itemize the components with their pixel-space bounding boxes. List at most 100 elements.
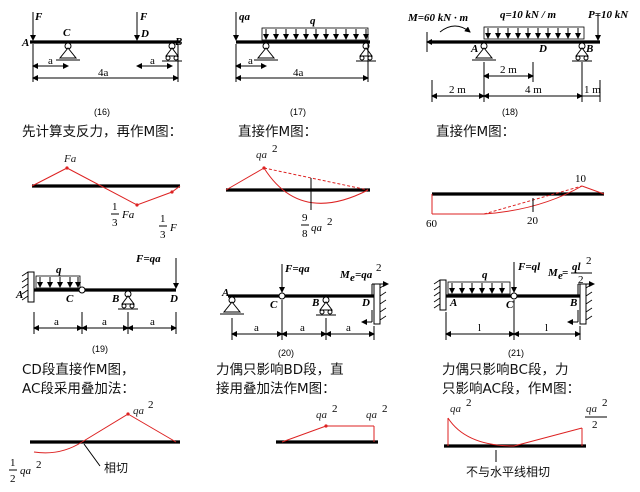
force-label: F=qa xyxy=(135,253,161,265)
svg-text:3: 3 xyxy=(112,217,118,229)
pin-support xyxy=(254,42,278,61)
svg-text:2: 2 xyxy=(376,262,382,274)
hinge-c xyxy=(278,292,286,300)
moment-diagram-17: qa 2 9 8 qa 2 xyxy=(225,143,370,240)
svg-text:A: A xyxy=(221,287,229,299)
point-load-label: P=10 kN xyxy=(588,9,629,21)
svg-text:=qa: =qa xyxy=(355,269,373,281)
svg-text:2: 2 xyxy=(592,419,598,431)
svg-text:ql: ql xyxy=(572,261,582,273)
moment-value-60: 60 xyxy=(426,218,438,230)
force-label: F=qa xyxy=(284,263,310,275)
roller-support xyxy=(356,42,376,62)
svg-text:2: 2 xyxy=(327,216,333,228)
pin-support-a xyxy=(220,296,244,315)
svg-text:2: 2 xyxy=(332,403,338,415)
point-label-b: B xyxy=(174,36,182,48)
roller-support-b xyxy=(316,296,336,316)
svg-text:B: B xyxy=(569,297,577,309)
svg-text:2 m: 2 m xyxy=(449,84,466,96)
caption-18: 直接作M图： xyxy=(436,123,515,140)
distributed-load-arrows xyxy=(263,29,369,40)
problem-19-beam: q F=qa A C B D a a a xyxy=(15,253,179,334)
svg-text:F: F xyxy=(169,222,177,234)
caption-20-line-2: 接用叠加法作M图： xyxy=(216,380,336,397)
svg-text:a: a xyxy=(346,322,351,334)
svg-text:2: 2 xyxy=(602,397,608,409)
svg-text:2: 2 xyxy=(10,473,16,485)
moment-diagram-16: Fa 1 3 Fa 1 3 F xyxy=(31,153,181,241)
svg-text:e: e xyxy=(558,270,563,282)
svg-text:e: e xyxy=(350,272,355,284)
svg-text:qa: qa xyxy=(311,222,323,234)
problem-17-beam: qa q a 4a xyxy=(233,11,376,82)
moment-value-20: 20 xyxy=(527,215,539,227)
svg-text:2: 2 xyxy=(586,255,592,267)
problem-16-beam: F F A C D B a a 4a xyxy=(21,11,182,82)
dim-a: a xyxy=(150,55,155,67)
svg-text:a: a xyxy=(54,316,59,328)
caption-21-line-2: 只影响AC段，作M图： xyxy=(442,381,580,397)
moment-load-label: M=60 kN · m xyxy=(407,12,468,24)
svg-text:a: a xyxy=(102,316,107,328)
svg-text:qa: qa xyxy=(316,409,328,421)
svg-text:4a: 4a xyxy=(293,67,304,79)
svg-text:1: 1 xyxy=(160,213,166,225)
svg-text:2: 2 xyxy=(578,274,584,286)
svg-text:q: q xyxy=(482,269,488,281)
svg-text:a: a xyxy=(300,322,305,334)
moment-diagram-20: qa 2 qa 2 xyxy=(276,403,388,444)
svg-text:D: D xyxy=(361,297,370,309)
svg-text:a: a xyxy=(248,55,253,67)
roller-support-b xyxy=(118,290,138,310)
moment-diagram-21: qa 2 qa 2 2 不与水平线相切 xyxy=(444,397,608,479)
problem-number-16: (16) xyxy=(94,107,110,117)
svg-text:2: 2 xyxy=(272,143,278,155)
pin-support-a xyxy=(472,42,496,61)
force-label: F=ql xyxy=(517,261,541,273)
svg-text:1 m: 1 m xyxy=(584,84,601,96)
force-label: F xyxy=(34,11,43,23)
svg-text:2: 2 xyxy=(466,397,472,409)
svg-text:1: 1 xyxy=(112,201,118,213)
svg-text:C: C xyxy=(270,299,278,311)
point-label-a: A xyxy=(21,37,29,49)
svg-text:A: A xyxy=(449,297,457,309)
moment-diagram-19: qa 2 相切 1 2 qa 2 xyxy=(9,399,180,485)
svg-text:B: B xyxy=(311,297,319,309)
caption-19-line-1: CD段直接作M图， xyxy=(22,361,134,378)
couple-label: M xyxy=(339,269,351,281)
point-label-d: D xyxy=(140,28,149,40)
force-label-qa: qa xyxy=(239,11,251,23)
svg-text:2 m: 2 m xyxy=(500,64,517,76)
svg-text:a: a xyxy=(254,322,259,334)
svg-text:D: D xyxy=(169,293,178,305)
svg-text:4 m: 4 m xyxy=(525,84,542,96)
hinge-c xyxy=(510,292,518,300)
caption-16: 先计算支反力，再作M图： xyxy=(22,124,182,140)
dim-a: a xyxy=(48,55,53,67)
moment-value-10: 10 xyxy=(575,173,587,185)
svg-text:3: 3 xyxy=(160,229,166,241)
fixed-end-d xyxy=(361,281,389,325)
fixed-end-b xyxy=(567,281,595,325)
svg-text:2: 2 xyxy=(382,403,388,415)
svg-text:B: B xyxy=(111,293,119,305)
problem-18-beam: M=60 kN · m q=10 kN / m P=10 kN A D B 2 … xyxy=(407,9,629,102)
point-label-c: C xyxy=(63,27,71,39)
couple-label: M xyxy=(547,267,559,279)
dim-4a: 4a xyxy=(98,67,109,79)
hinge-c xyxy=(78,286,86,294)
moment-diagram-18: 10 20 60 xyxy=(426,173,605,230)
svg-text:=: = xyxy=(562,267,568,279)
svg-text:2: 2 xyxy=(36,459,42,471)
svg-text:C: C xyxy=(506,299,514,311)
problem-20-beam: F=qa M e =qa 2 A C B D a a a xyxy=(220,262,389,340)
svg-text:D: D xyxy=(538,43,547,55)
svg-text:a: a xyxy=(150,316,155,328)
svg-text:qa: qa xyxy=(133,405,145,417)
svg-text:qa: qa xyxy=(586,403,598,415)
note-not-tangent: 不与水平线相切 xyxy=(466,465,550,479)
